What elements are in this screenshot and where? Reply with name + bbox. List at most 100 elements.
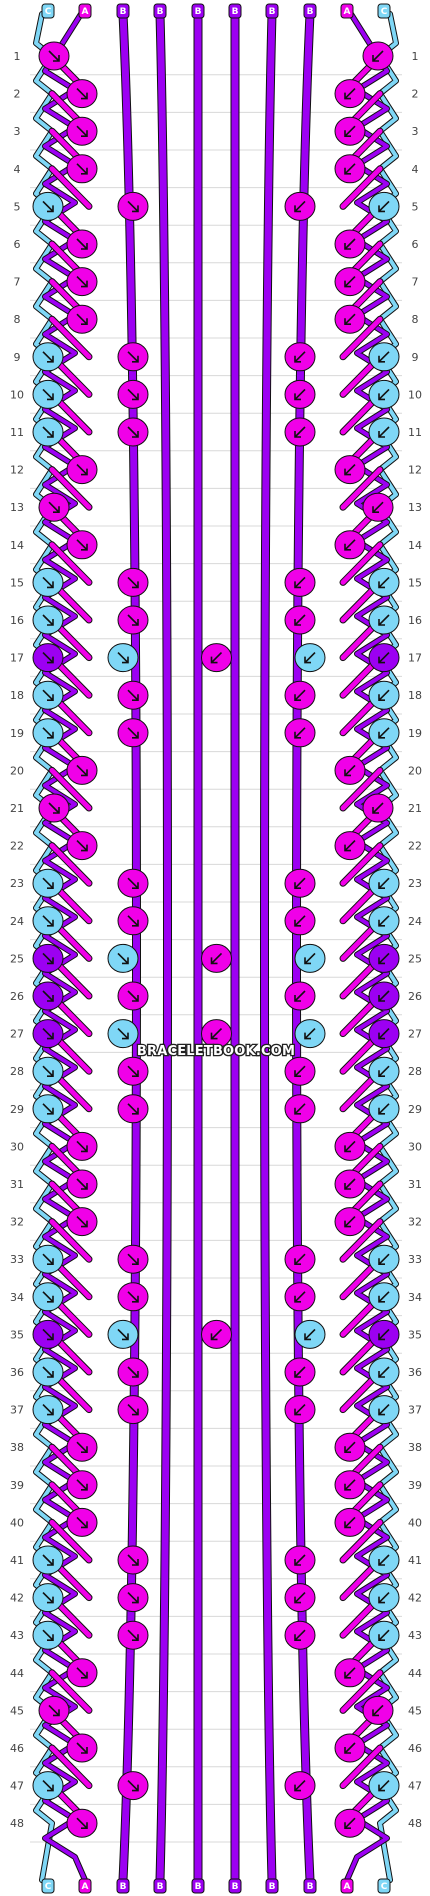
knot [284,981,316,1011]
arrow-icon [378,1103,390,1115]
arrow-icon [372,501,384,513]
knot [362,1695,394,1725]
arrow-icon [294,1780,306,1792]
row-number: 17 [10,652,24,665]
string-label: B [303,3,317,19]
arrow-icon [42,1328,54,1341]
knot [66,1470,98,1500]
string-label: C [41,3,55,19]
string-label: C [41,1878,55,1894]
knot [368,191,400,221]
row-number: 34 [10,1291,24,1304]
arrow-icon [378,576,390,589]
arrow-icon [372,50,384,62]
arrow-icon [76,88,88,100]
string-label: A [78,3,92,19]
arrow-icon [294,1629,306,1641]
arrow-icon [344,125,356,137]
row-number: 12 [10,464,24,477]
arrow-icon [344,238,356,250]
knot [32,1620,64,1650]
string-label-swatch [191,3,205,19]
string-strand [49,1670,92,1713]
arrow-icon [42,1028,54,1040]
arrow-icon [76,238,88,250]
string-label: B [116,1878,130,1894]
knot [66,154,98,184]
arrow-icon [294,1103,306,1115]
row-number: 26 [408,990,422,1003]
row-number: 33 [408,1253,422,1266]
knot [117,1244,149,1274]
arrow-icon [378,1328,390,1341]
string-label-swatch [116,3,130,19]
row-number: 20 [408,764,422,777]
knot [117,1771,149,1801]
string-label-text: B [307,1882,314,1892]
row-number: 21 [408,802,422,815]
string-label-swatch [265,3,279,19]
row-number: 3 [412,125,419,138]
row-numbers-right: 1234567891011121314151617181920212223242… [408,50,422,1830]
knot [32,981,64,1011]
arrow-icon [76,313,88,325]
knot [368,605,400,635]
arrow-icon [294,1065,306,1077]
knot [66,755,98,785]
string-label-swatch [377,3,391,19]
row-number: 43 [10,1629,24,1642]
row-number: 2 [412,88,419,101]
string-label: C [377,1878,391,1894]
knot [334,755,366,785]
knot [334,154,366,184]
knot-grid [32,41,400,1838]
arrow-icon [127,915,139,927]
row-number: 32 [408,1216,422,1229]
row-number: 36 [408,1366,422,1379]
knot [38,492,70,522]
arrow-icon [76,1441,88,1453]
knot [334,1658,366,1688]
knot [284,1056,316,1086]
row-number: 11 [10,426,24,439]
string-strand [49,467,92,510]
row-number: 19 [10,727,24,740]
arrow-icon [372,802,384,814]
knot [368,1244,400,1274]
row-number: 28 [408,1065,422,1078]
knot [284,1244,316,1274]
arrow-icon [304,1328,316,1341]
string-label-swatch [340,3,354,19]
knot [334,229,366,259]
knot [32,1583,64,1613]
string-label-text: C [381,1882,388,1892]
knot [66,229,98,259]
knot [334,1131,366,1161]
row-number: 40 [10,1516,24,1529]
row-number: 45 [10,1704,24,1717]
knot [32,1357,64,1387]
arrow-icon [42,1253,54,1265]
arrow-icon [294,1366,306,1378]
row-number: 27 [408,1028,422,1041]
knot [32,1056,64,1086]
knot [334,1507,366,1537]
knot [368,417,400,447]
row-number: 41 [408,1554,422,1567]
row-number: 39 [408,1479,422,1492]
arrow-icon [76,1178,88,1190]
arrow-icon [42,689,54,701]
row-number: 43 [408,1629,422,1642]
row-number: 41 [10,1554,24,1567]
string-strand [340,1519,383,1563]
row-number: 36 [10,1366,24,1379]
string-strand [49,316,92,360]
string-label-text: B [120,1882,127,1892]
string-label-text: B [307,7,314,17]
knot [32,1019,64,1049]
knot [38,1695,70,1725]
arrow-icon [378,1366,390,1378]
arrow-icon [294,915,306,927]
string-label: B [228,3,242,19]
arrow-icon [378,1253,390,1265]
